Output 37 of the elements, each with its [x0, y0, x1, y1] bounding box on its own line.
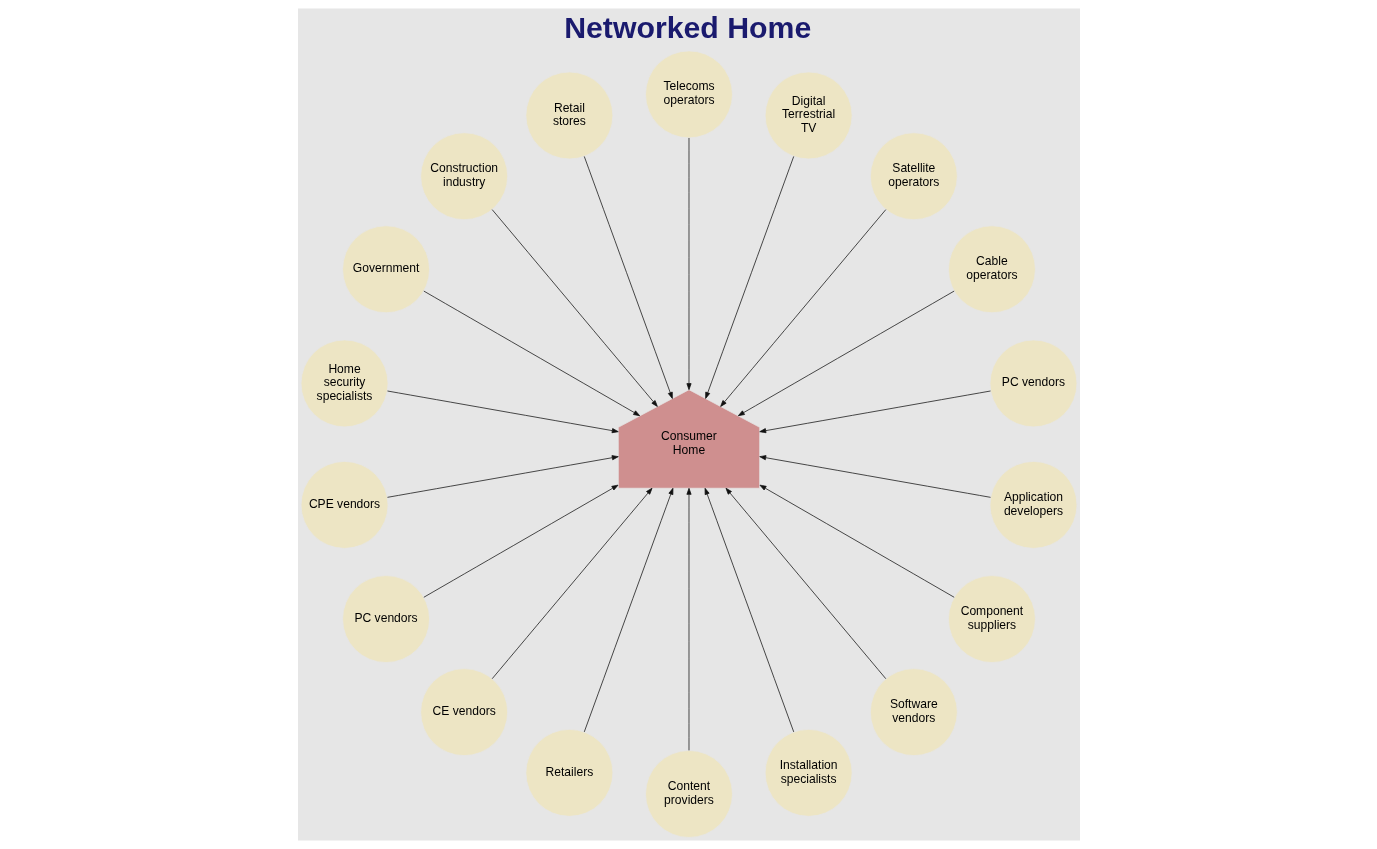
arrow [583, 487, 673, 733]
node-circle: Retailers [525, 729, 613, 817]
arrow [491, 487, 652, 680]
arrow [758, 455, 991, 498]
node-circle: PC vendors [989, 339, 1077, 428]
arrow [737, 290, 955, 417]
node-circle: CPE vendors [300, 461, 388, 549]
node-circle: Telecoms operators [644, 50, 733, 139]
node-circle: Construction industry [419, 132, 508, 221]
node-circle: Home security specialists [300, 339, 388, 428]
arrow [686, 487, 691, 751]
arrow [422, 290, 640, 417]
node-circle: Content providers [644, 750, 733, 838]
arrow [704, 156, 794, 399]
node-circle: Retail stores [525, 71, 613, 160]
arrow [759, 484, 955, 598]
arrow [719, 209, 886, 407]
arrow [686, 137, 691, 391]
node-circle: Cable operators [947, 225, 1036, 314]
arrow [386, 455, 619, 498]
arrow [725, 487, 886, 680]
node-circle: Digital Terrestrial TV [764, 71, 852, 160]
node-circle: Application developers [989, 461, 1077, 549]
node-circle: PC vendors [341, 575, 430, 663]
node-circle: Component suppliers [947, 575, 1036, 663]
diagram-title: Networked Home [563, 11, 811, 45]
node-circle: Satellite operators [869, 132, 958, 221]
arrow [704, 487, 794, 733]
node-circle: Government [341, 225, 430, 314]
arrow [386, 390, 619, 434]
arrow [583, 156, 673, 399]
node-circle: CE vendors [419, 668, 508, 756]
node-circle: Installation specialists [764, 729, 852, 817]
node-circle: Software vendors [869, 668, 958, 756]
arrow [758, 390, 991, 434]
arrow [422, 484, 618, 598]
arrow [491, 209, 658, 407]
